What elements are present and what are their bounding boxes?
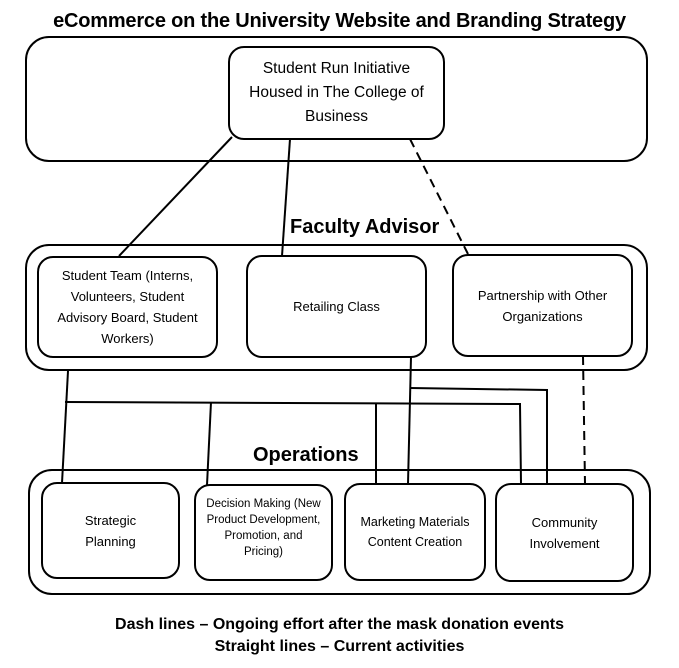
legend-solid: Straight lines – Current activities [214, 638, 465, 655]
student-run-initiative-label: Student Run Initiative Housed in The Col… [249, 60, 424, 125]
operations-label: Operations [253, 444, 359, 466]
community-involvement-node: Community Involvement [495, 483, 634, 582]
decision-making-node: Decision Making (New Product Development… [194, 484, 333, 581]
student-run-initiative-node: Student Run Initiative Housed in The Col… [228, 46, 445, 140]
student-team-node: Student Team (Interns, Volunteers, Stude… [37, 256, 218, 358]
decision-making-label: Decision Making (New Product Development… [206, 498, 321, 558]
connector-partnership-community [582, 355, 586, 485]
faculty-advisor-label: Faculty Advisor [288, 216, 442, 239]
faculty-advisor-container [25, 244, 648, 371]
legend-dashed: Dash lines – Ongoing effort after the ma… [115, 616, 564, 633]
retailing-class-node: Retailing Class [246, 255, 427, 358]
community-involvement-label: Community Involvement [529, 514, 600, 551]
partnership-label: Partnership with Other Organizations [477, 287, 608, 324]
partnership-node: Partnership with Other Organizations [452, 254, 633, 357]
retailing-class-label: Retailing Class [293, 299, 380, 314]
strategic-planning-label: Strategic Planning [84, 512, 137, 549]
diagram-title: eCommerce on the University Website and … [53, 10, 626, 32]
student-team-label: Student Team (Interns, Volunteers, Stude… [57, 268, 198, 346]
marketing-materials-label: Marketing Materials Content Creation [360, 515, 470, 549]
strategic-planning-node: Strategic Planning [41, 482, 180, 579]
connector-student-team-strategic-planning [61, 370, 69, 484]
top-container [25, 36, 648, 162]
connector-retailing-marketing-materials [407, 356, 412, 485]
marketing-materials-node: Marketing Materials Content Creation [344, 483, 486, 581]
